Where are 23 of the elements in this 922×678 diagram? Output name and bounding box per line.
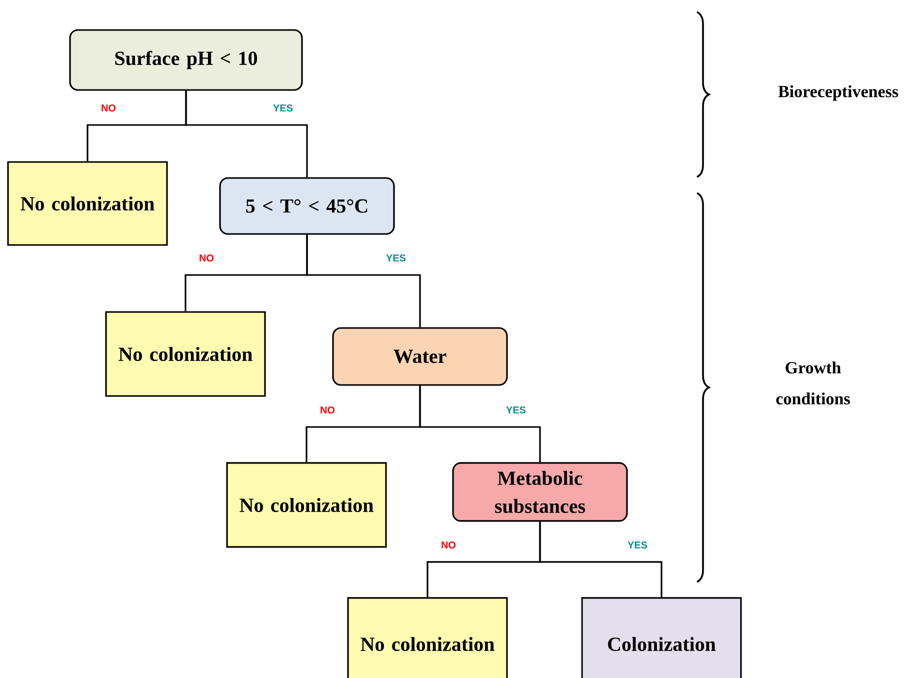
connector (419, 386, 541, 462)
connector (306, 234, 421, 328)
bracket-label: Bioreceptiveness (778, 85, 898, 101)
outcome-box: Colonization (581, 597, 742, 678)
edge-label: YES (626, 540, 648, 550)
edge-label: YES (272, 103, 294, 113)
connector (539, 522, 662, 598)
outcome-box: No colonization (347, 597, 508, 678)
bracket-label: Growth conditions (776, 362, 850, 404)
outcome-box: No colonization (7, 161, 168, 246)
edge-label: NO (440, 540, 457, 550)
decision-box: Surface pH < 10 (69, 29, 303, 91)
edge-label: NO (198, 253, 215, 263)
decision-box: Water (332, 327, 508, 386)
edge-label: NO (100, 103, 117, 113)
connector (185, 90, 308, 178)
outcome-box: No colonization (226, 462, 387, 548)
edge-label: YES (505, 405, 527, 415)
outcome-box: No colonization (105, 311, 266, 397)
decision-box: 5 < T° < 45°C (219, 177, 395, 235)
decision-box: Metabolic substances (452, 462, 628, 522)
edge-label: NO (319, 405, 336, 415)
edge-label: YES (385, 253, 407, 263)
